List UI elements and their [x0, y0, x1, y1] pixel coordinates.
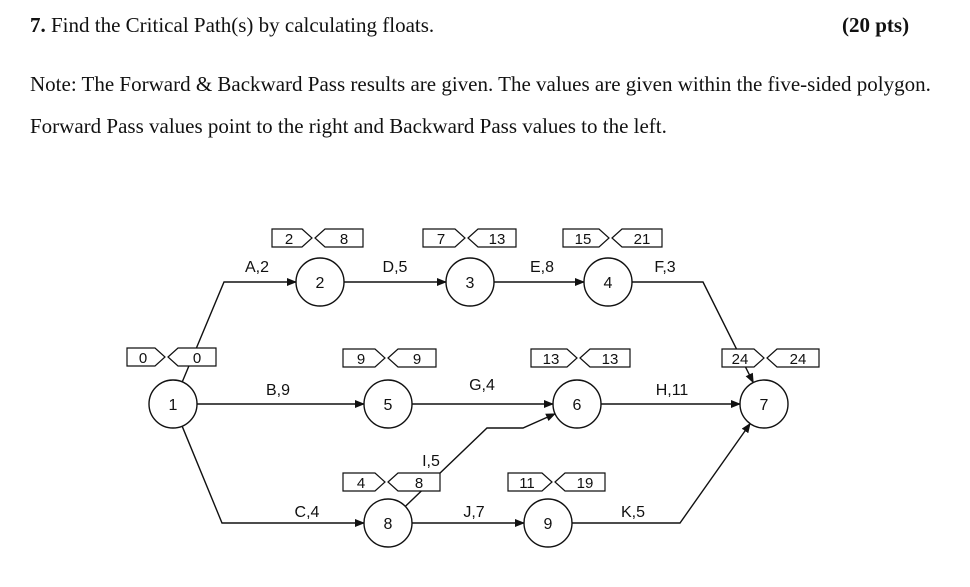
backward-pass-polygon: [554, 472, 606, 492]
backward-pass-value: 8: [340, 231, 348, 248]
event-node-7: 7: [739, 379, 789, 429]
backward-pass-polygon: [579, 348, 631, 368]
activity-f-label: F,3: [654, 259, 675, 276]
pass-values-node-9: 11 19: [507, 472, 606, 492]
forward-pass-polygon: [562, 228, 610, 248]
forward-pass-value: 24: [732, 351, 749, 368]
event-node-6: 6: [552, 379, 602, 429]
forward-pass-value: 2: [285, 231, 293, 248]
activity-g-label: G,4: [469, 377, 495, 394]
backward-pass-value: 21: [634, 231, 651, 248]
event-node-9: 9: [523, 498, 573, 548]
event-node-label: 4: [604, 275, 613, 292]
question-text: Find the Critical Path(s) by calculating…: [51, 13, 435, 37]
backward-pass-value: 13: [489, 231, 506, 248]
forward-pass-polygon: [342, 472, 386, 492]
event-node-label: 3: [466, 275, 475, 292]
event-node-4: 4: [583, 257, 633, 307]
backward-pass-value: 9: [413, 351, 421, 368]
backward-pass-value: 13: [602, 351, 619, 368]
forward-pass-polygon: [422, 228, 466, 248]
question-number: 7.: [30, 13, 46, 37]
activity-c-label: C,4: [295, 504, 320, 521]
backward-pass-value: 8: [415, 475, 423, 492]
activity-d-label: D,5: [383, 259, 408, 276]
backward-pass-polygon: [314, 228, 364, 248]
forward-pass-value: 7: [437, 231, 445, 248]
backward-pass-polygon: [467, 228, 517, 248]
forward-pass-polygon: [126, 347, 166, 367]
event-node-label: 2: [316, 275, 325, 292]
activity-k-arrow: [572, 422, 751, 524]
activity-e-label: E,8: [530, 259, 554, 276]
event-node-3: 3: [445, 257, 495, 307]
forward-pass-value: 11: [519, 475, 535, 492]
activity-c-arrow: [181, 425, 365, 527]
event-node-8: 8: [363, 498, 413, 548]
forward-pass-polygon: [271, 228, 313, 248]
pass-values-node-7: 24 24: [721, 348, 820, 368]
forward-pass-value: 0: [139, 350, 147, 367]
activity-b-label: B,9: [266, 382, 290, 399]
pass-values-node-3: 7 13: [422, 228, 517, 248]
event-node-label: 5: [384, 397, 393, 414]
event-node-1: 1: [148, 379, 198, 429]
forward-pass-value: 15: [575, 231, 592, 248]
question-note: Note: The Forward & Backward Pass result…: [30, 72, 931, 138]
activity-j-label: J,7: [463, 504, 484, 521]
event-node-label: 9: [544, 516, 553, 533]
backward-pass-polygon: [167, 347, 217, 367]
activity-i-label: I,5: [422, 453, 440, 470]
forward-pass-polygon: [507, 472, 553, 492]
forward-pass-value: 9: [357, 351, 365, 368]
forward-pass-polygon: [342, 348, 386, 368]
activity-i-arrow: [404, 413, 556, 507]
event-node-label: 8: [384, 516, 393, 533]
activity-h-label: H,11: [656, 382, 689, 399]
question-title: 7. Find the Critical Path(s) by calculat…: [30, 13, 434, 38]
activity-a-label: A,2: [245, 259, 269, 276]
forward-pass-polygon: [530, 348, 578, 368]
backward-pass-polygon: [611, 228, 663, 248]
event-node-label: 1: [169, 397, 178, 414]
backward-pass-value: 19: [577, 475, 594, 492]
event-node-label: 7: [760, 397, 769, 414]
backward-pass-polygon: [766, 348, 820, 368]
forward-pass-value: 4: [357, 475, 365, 492]
backward-pass-value: 24: [790, 351, 807, 368]
backward-pass-polygon: [387, 472, 441, 492]
event-node-label: 6: [573, 397, 582, 414]
backward-pass-polygon: [387, 348, 437, 368]
event-node-2: 2: [295, 257, 345, 307]
forward-pass-value: 13: [543, 351, 560, 368]
event-node-5: 5: [363, 379, 413, 429]
backward-pass-value: 0: [193, 350, 201, 367]
question-points: (20 pts): [842, 13, 910, 37]
forward-pass-polygon: [721, 348, 765, 368]
activity-k-label: K,5: [621, 504, 645, 521]
pass-values-node-6: 13 13: [530, 348, 631, 368]
